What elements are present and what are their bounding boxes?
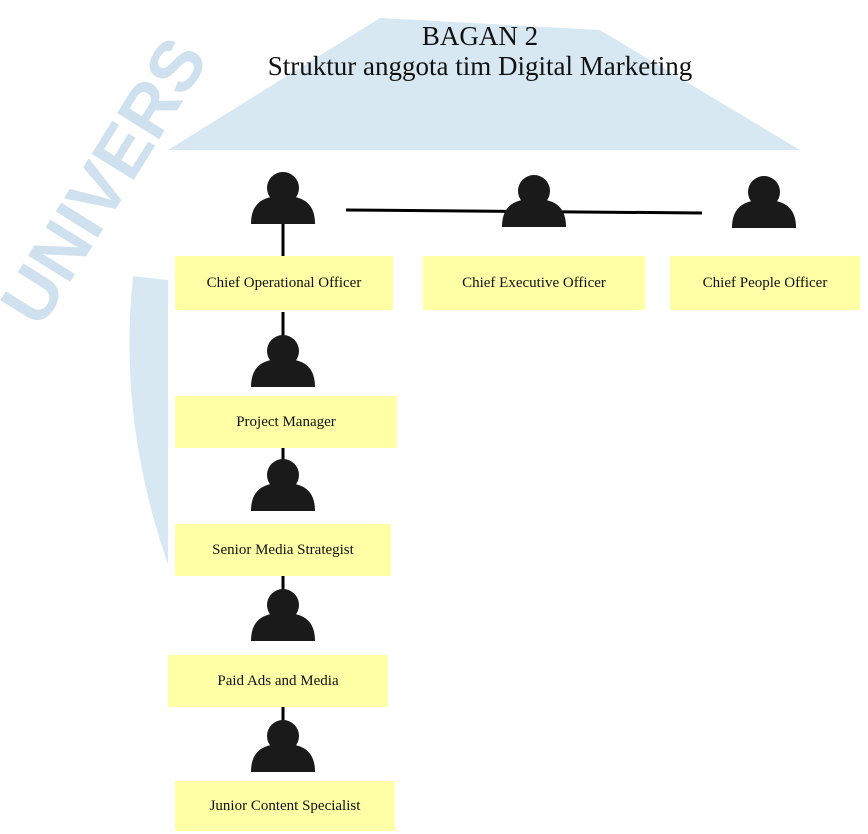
person-icon	[251, 459, 315, 511]
person-icon	[502, 175, 566, 227]
diagram-title: Struktur anggota tim Digital Marketing	[267, 51, 693, 81]
person-icon	[251, 589, 315, 641]
role-box-pm: Project Manager	[175, 396, 397, 448]
role-box-pam: Paid Ads and Media	[168, 655, 388, 707]
role-box-sms: Senior Media Strategist	[175, 524, 391, 576]
person-icon	[251, 172, 315, 224]
role-box-cpo: Chief People Officer	[670, 256, 860, 310]
person-icon	[251, 335, 315, 387]
person-icon	[732, 176, 796, 228]
person-icon	[251, 720, 315, 772]
diagram-label: BAGAN 2	[421, 21, 539, 51]
role-box-jcs: Junior Content Specialist	[175, 781, 395, 831]
role-box-ceo: Chief Executive Officer	[423, 256, 645, 310]
role-box-coo: Chief Operational Officer	[175, 256, 393, 310]
